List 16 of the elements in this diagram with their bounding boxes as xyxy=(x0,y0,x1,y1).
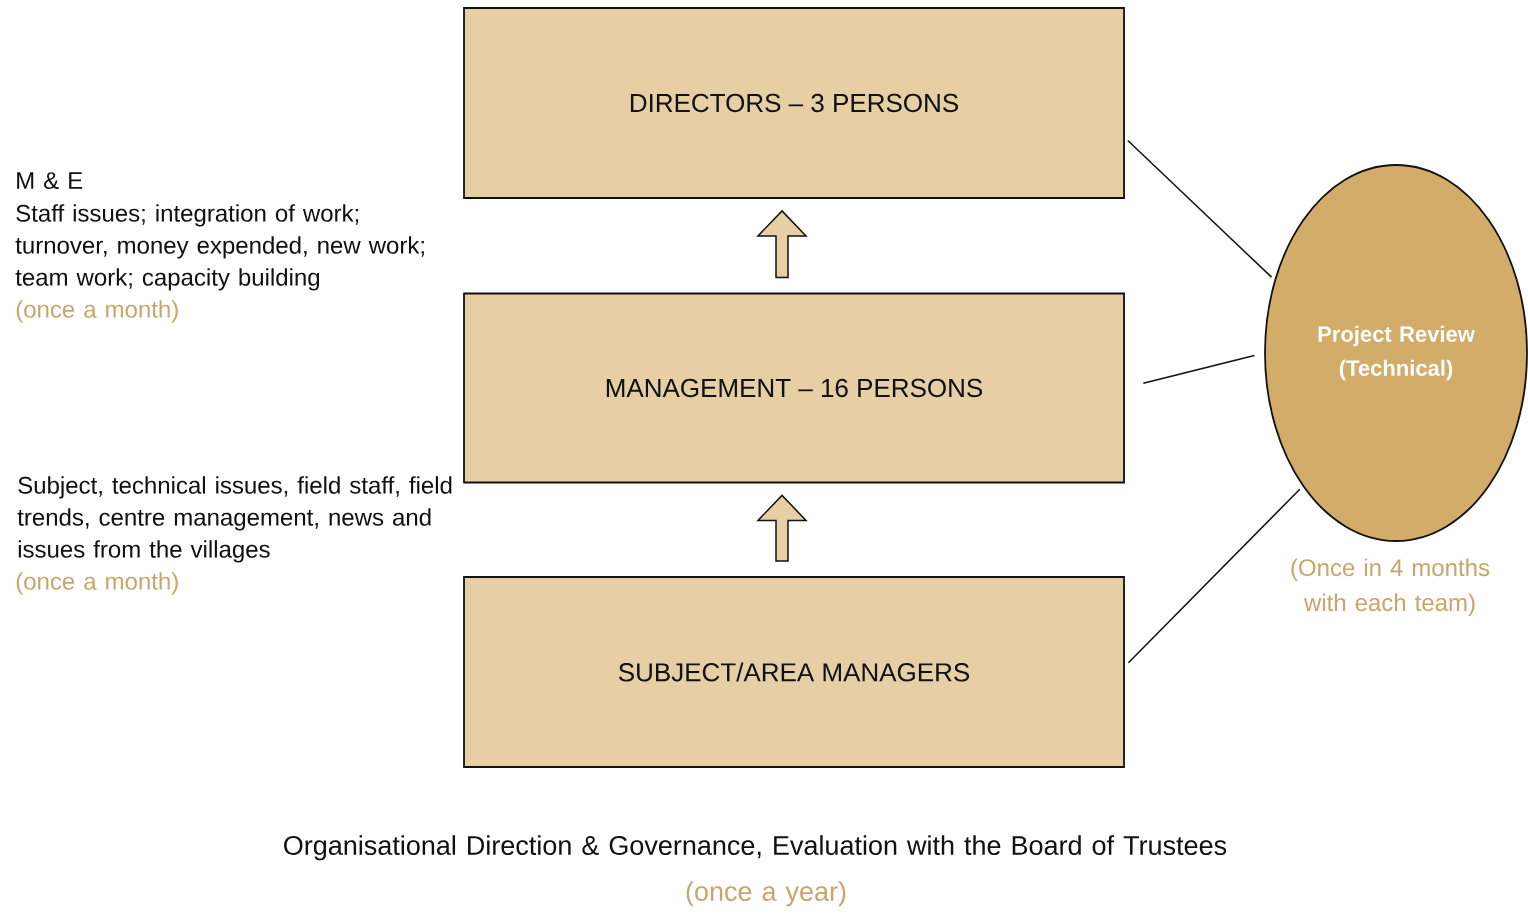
note-text: Subject, technical issues, field staff, field trends, centre management, news and issues from the villages xyxy=(17,476,452,563)
connector-line xyxy=(1142,354,1256,385)
connector-line xyxy=(1127,139,1273,278)
note-text: Organisational Direction & Governance, Evaluation with the Board of Trustees xyxy=(284,835,1227,861)
note-text: M & E xyxy=(17,172,83,190)
note-text: (Once in 4 months with each team) xyxy=(1291,558,1490,616)
block-arrow xyxy=(756,494,808,562)
block-arrow xyxy=(756,209,808,279)
note-text: (once a month) xyxy=(16,572,178,595)
process-box: DIRECTORS – 3 PERSONS xyxy=(463,7,1125,199)
connector-line xyxy=(1127,488,1301,664)
note-text: Staff issues; integration of work; turnover, money expended, new work; team work; capacity building xyxy=(15,204,424,291)
process-box: MANAGEMENT – 16 PERSONS xyxy=(463,292,1125,484)
note-text: (once a year) xyxy=(686,881,846,907)
note-text: (once a month) xyxy=(16,300,178,323)
process-box: SUBJECT/AREA MANAGERS xyxy=(463,576,1125,768)
